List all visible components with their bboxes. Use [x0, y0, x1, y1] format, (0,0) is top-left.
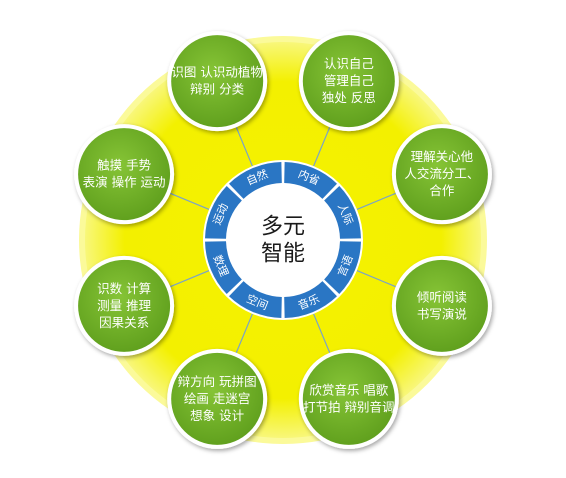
node-text-line: 欣赏音乐 唱歌 [309, 382, 388, 397]
node-text-line: 绘画 走迷宫 [184, 391, 250, 406]
node-text-line: 倾听阅读 [417, 289, 467, 304]
ring-segment [229, 281, 282, 318]
node-text-line: 打节拍 辩别音调 [303, 399, 394, 414]
center-disc [227, 184, 339, 296]
node-disc [302, 35, 395, 128]
ring-segment [229, 162, 282, 199]
connector-line [234, 311, 254, 357]
node-disc [78, 128, 171, 221]
node-text-line: 理解关心他 [411, 149, 474, 164]
node-disc [302, 352, 395, 445]
ring-segment [284, 281, 337, 318]
node-text-line: 认识自己 [324, 56, 374, 71]
connector-line [166, 269, 212, 289]
node-disc [171, 352, 264, 445]
ring-segment [284, 162, 337, 199]
node-disc [395, 128, 488, 221]
node-disc [78, 259, 171, 352]
connector-line [166, 191, 212, 211]
node-disc [395, 259, 488, 352]
connector-line [312, 311, 332, 357]
connector-lines [166, 123, 400, 357]
node-text-line: 独处 反思 [322, 90, 376, 105]
connector-line [312, 123, 332, 169]
node-text-line: 因果关系 [99, 315, 149, 330]
node-text-line: 管理自己 [324, 73, 374, 88]
ring-segment [324, 241, 361, 294]
ring-segment [324, 186, 361, 239]
ring-segment [205, 186, 242, 239]
node-text-line: 人交流分工、 [404, 166, 479, 181]
intelligence-ring: 自然内省人际言语音乐空间数理运动 [203, 160, 363, 320]
center-title-line: 多元 [261, 215, 305, 240]
node-text-line: 表演 操作 运动 [83, 175, 166, 190]
node-text-line: 测量 推理 [97, 298, 151, 313]
node-text-line: 触摸 手势 [97, 158, 151, 173]
connector-line [354, 191, 400, 211]
node-text-line: 辩方向 玩拼图 [178, 374, 257, 389]
node-disc [171, 35, 264, 128]
node-text-line: 识图 认识动植物 [171, 65, 262, 80]
connector-line [234, 123, 254, 169]
node-text-line: 辩别 分类 [190, 82, 244, 97]
node-text-line: 合作 [429, 183, 455, 198]
center-title-line: 智能 [261, 242, 305, 267]
node-text-line: 想象 设计 [190, 408, 244, 423]
connector-line [354, 269, 400, 289]
node-text-line: 书写演说 [417, 306, 467, 321]
ring-segment [205, 241, 242, 294]
node-text-line: 识数 计算 [97, 281, 151, 296]
